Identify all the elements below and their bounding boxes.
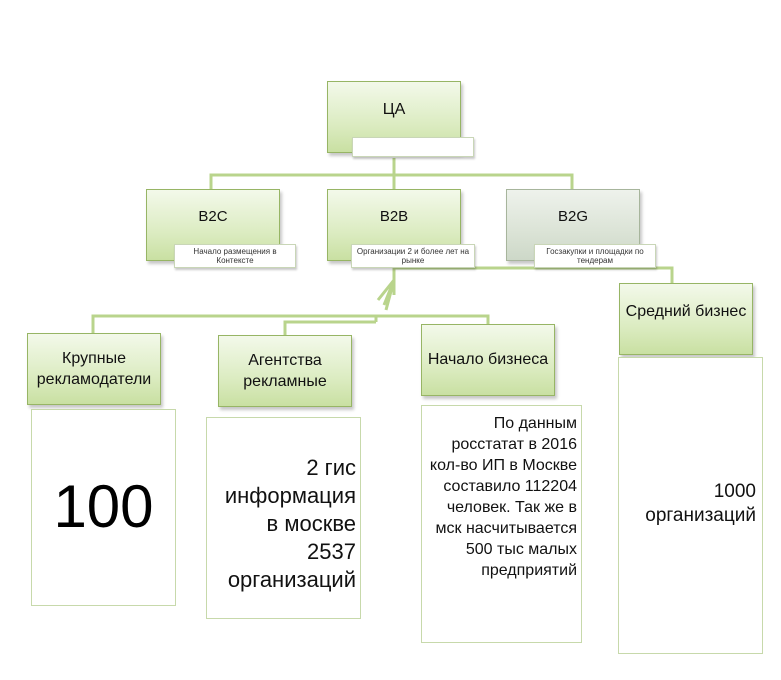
segment-b2b-label: B2B — [379, 207, 409, 225]
detail-panel-business-start: По данным росстатат в 2016 кол-во ИП в М… — [421, 405, 582, 643]
detail-medium-business-text: 1000 организаций — [645, 481, 756, 526]
category-agencies: Агентства рекламные — [218, 335, 352, 407]
detail-panel-medium-business: 1000 организаций — [618, 357, 763, 654]
category-medium-business: Средний бизнес — [619, 283, 753, 355]
category-business-start-label: Начало бизнеса — [427, 351, 549, 368]
segment-b2c-sublabel: Начало размещения в Контексте — [174, 244, 296, 268]
segment-b2c-label: B2C — [198, 207, 228, 225]
category-large-advertisers: Крупные рекламодатели — [27, 333, 161, 405]
detail-large-advertisers-text: 100 — [53, 473, 154, 540]
category-agencies-label: Агентства рекламные — [243, 352, 327, 390]
root-label: ЦА — [382, 101, 406, 118]
root-sublabel — [352, 137, 474, 157]
category-large-advertisers-label: Крупные рекламодатели — [36, 350, 152, 388]
detail-panel-large-advertisers: 100 — [31, 409, 176, 606]
category-business-start: Начало бизнеса — [421, 324, 555, 396]
detail-agencies-text: 2 гис информация в москве 2537 организац… — [224, 455, 356, 592]
detail-panel-agencies: 2 гис информация в москве 2537 организац… — [206, 417, 361, 619]
segment-b2b-sublabel: Организации 2 и более лет на рынке — [351, 244, 475, 268]
segment-b2g-label: B2G — [557, 207, 588, 225]
segment-b2g-sublabel: Госзакупки и площадки по тендерам — [534, 244, 656, 268]
detail-business-start-text: По данным росстатат в 2016 кол-во ИП в М… — [429, 415, 577, 579]
category-medium-business-label: Средний бизнес — [625, 303, 747, 320]
